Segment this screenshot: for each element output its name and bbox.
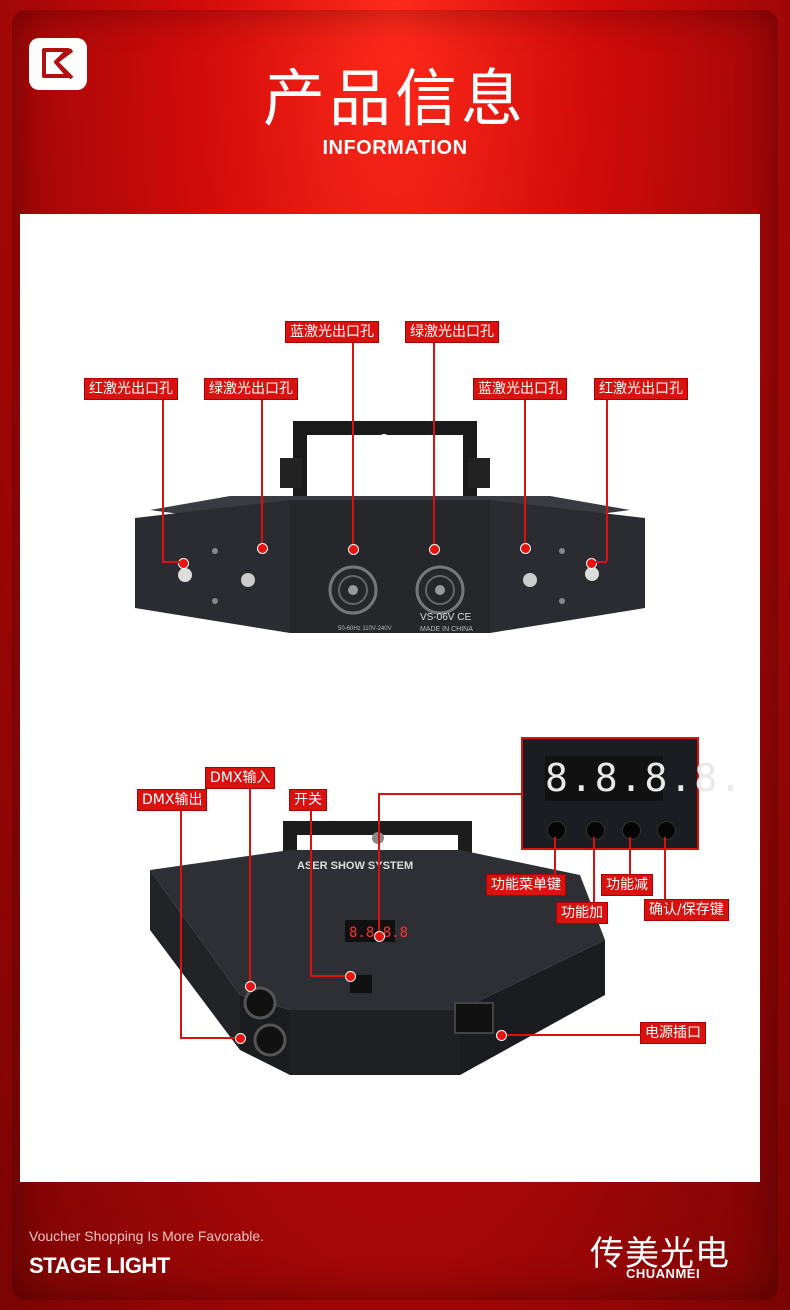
leader-line bbox=[162, 400, 164, 561]
label-red-left: 红激光出口孔 bbox=[84, 378, 178, 400]
control-panel-zoom: 8.8.8.8. bbox=[521, 737, 745, 850]
leader-line bbox=[180, 811, 182, 1037]
leader-line bbox=[180, 1037, 238, 1039]
leader-line bbox=[310, 975, 348, 977]
leader-line bbox=[378, 793, 380, 935]
page-title: 产品信息 bbox=[262, 62, 527, 135]
leader-line bbox=[310, 811, 312, 976]
label-blue-center: 蓝激光出口孔 bbox=[285, 321, 379, 343]
footer-stage-light: STAGE LIGHT bbox=[29, 1253, 170, 1278]
leader-line bbox=[261, 400, 263, 546]
label-switch: 开关 bbox=[289, 789, 327, 811]
fixture-top-text: ASER SHOW SYSTEM bbox=[297, 860, 413, 872]
leader-dot bbox=[235, 1033, 246, 1044]
label-func-plus: 功能加 bbox=[556, 902, 608, 924]
leader-dot bbox=[345, 971, 356, 982]
minus-button[interactable] bbox=[622, 821, 641, 840]
plus-button[interactable] bbox=[586, 821, 605, 840]
label-red-right: 红激光出口孔 bbox=[594, 378, 688, 400]
leader-line bbox=[592, 561, 607, 563]
leader-dot bbox=[520, 543, 531, 554]
leader-dot bbox=[496, 1030, 507, 1041]
label-green-center: 绿激光出口孔 bbox=[405, 321, 499, 343]
leader-dot bbox=[257, 543, 268, 554]
brand-name-cn: 传美光电 bbox=[590, 1234, 730, 1274]
made-in-label: MADE IN CHINA bbox=[420, 626, 473, 633]
front-fixture-image bbox=[135, 421, 645, 633]
brand-logo bbox=[29, 38, 87, 90]
leader-dot bbox=[348, 544, 359, 555]
leader-line bbox=[524, 400, 526, 546]
label-dmx-out: DMX输出 bbox=[137, 789, 208, 811]
leader-line bbox=[593, 837, 595, 902]
leader-line bbox=[249, 789, 251, 985]
leader-line bbox=[162, 561, 180, 563]
leader-line bbox=[629, 837, 631, 874]
label-blue-right: 蓝激光出口孔 bbox=[473, 378, 567, 400]
leader-line bbox=[664, 837, 666, 899]
leader-line bbox=[606, 400, 608, 561]
label-menu-key: 功能菜单键 bbox=[486, 874, 566, 896]
label-power-socket: 电源插口 bbox=[640, 1022, 706, 1044]
leader-dot bbox=[374, 931, 385, 942]
segment-display: 8.8.8.8. bbox=[545, 756, 745, 801]
leader-dot bbox=[586, 558, 597, 569]
leader-line bbox=[554, 837, 556, 874]
label-confirm-save: 确认/保存键 bbox=[644, 899, 729, 921]
page-subtitle: INFORMATION bbox=[322, 137, 468, 159]
leader-dot bbox=[245, 981, 256, 992]
menu-button[interactable] bbox=[547, 821, 566, 840]
label-func-minus: 功能减 bbox=[601, 874, 653, 896]
leader-dot bbox=[178, 558, 189, 569]
model-label: VS-06V CE bbox=[420, 612, 472, 623]
leader-line bbox=[378, 793, 522, 795]
label-dmx-in: DMX输入 bbox=[205, 767, 276, 789]
voltage-label: 50-60Hz 110V-240V bbox=[338, 626, 392, 632]
brand-name-en: CHUANMEI bbox=[626, 1266, 701, 1281]
footer-tagline: Voucher Shopping Is More Favorable. bbox=[29, 1228, 265, 1244]
leader-dot bbox=[429, 544, 440, 555]
label-green-left: 绿激光出口孔 bbox=[204, 378, 298, 400]
leader-line bbox=[352, 343, 354, 548]
leader-line bbox=[433, 343, 435, 548]
confirm-button[interactable] bbox=[657, 821, 676, 840]
leader-line bbox=[500, 1034, 640, 1036]
